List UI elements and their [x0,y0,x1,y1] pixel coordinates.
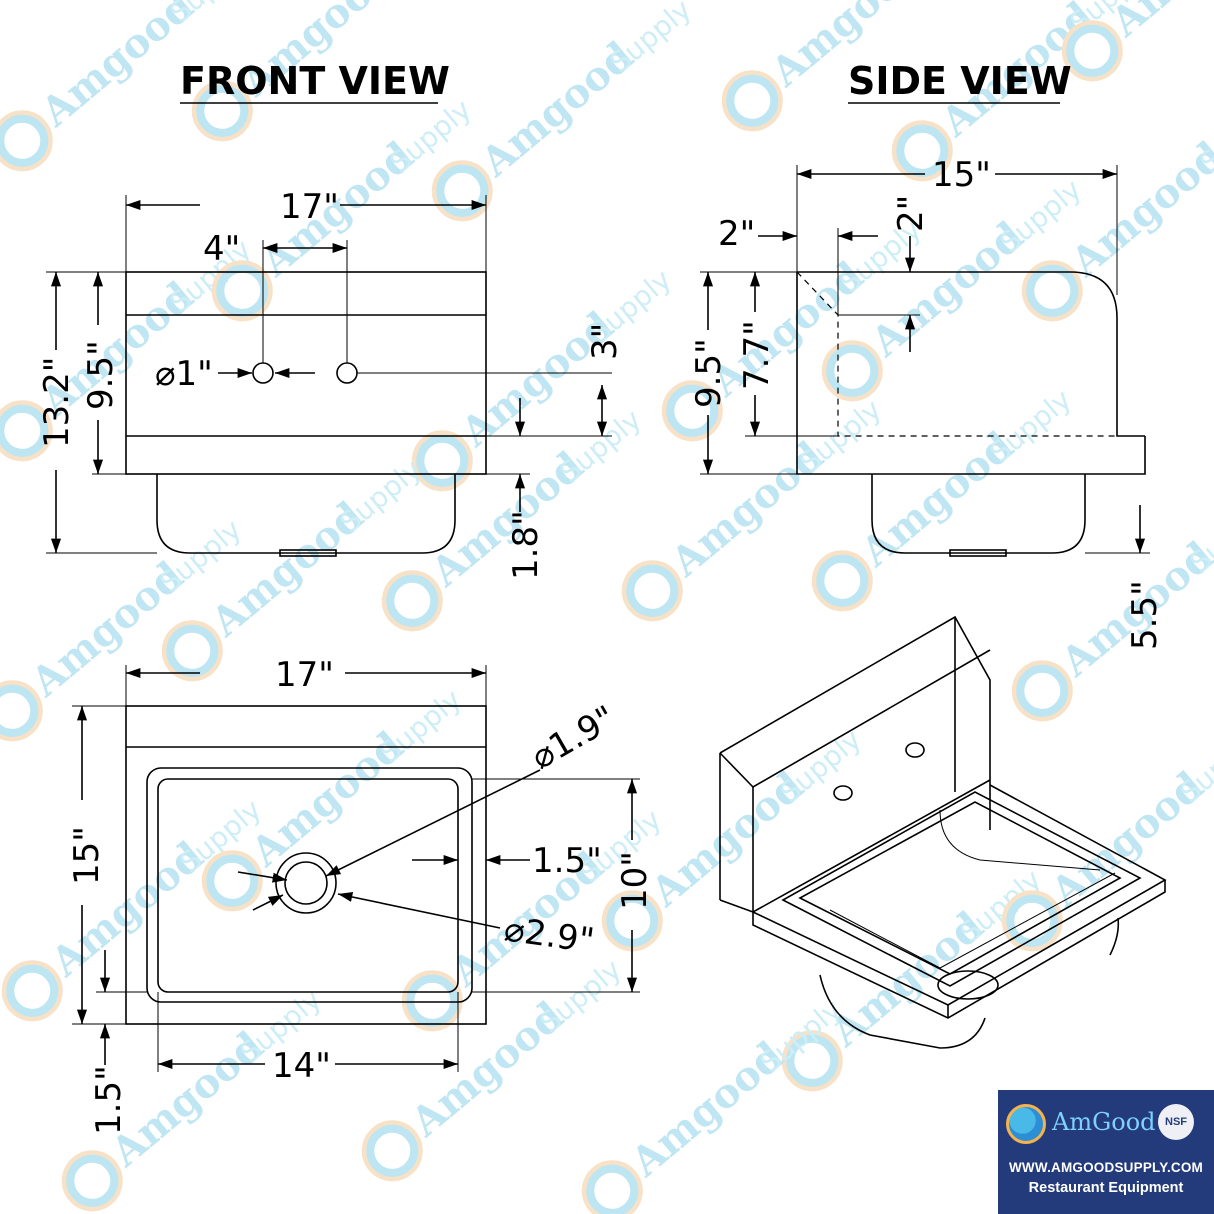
front-hole-spacing-label: 4" [203,229,240,269]
amgood-logo-icon [1006,1104,1046,1144]
side-backsplash-top-label: 2" [891,195,931,232]
svg-text:Supply: Supply [773,723,867,810]
svg-text:Amgood: Amgood [1061,132,1214,286]
amgood-badge: AmGood NSF WWW.AMGOODSUPPLY.COM Restaura… [998,1090,1214,1214]
svg-text:Supply: Supply [373,683,467,770]
side-view-title: SIDE VIEW [848,59,1072,103]
front-hole-height-label: 3" [585,323,625,360]
top-depth-label: 15" [67,826,107,885]
top-bowl-width-label: 14" [272,1046,331,1086]
side-view-drawing [700,165,1150,557]
side-panel-height-label: 9.5" [689,338,729,408]
svg-text:Supply: Supply [533,953,627,1040]
top-width-label: 17" [275,655,334,695]
side-bowl-depth-label: 5.5" [1125,580,1165,650]
front-overall-height-label: 13.2" [37,357,77,448]
badge-brand: AmGood [1052,1108,1156,1136]
svg-text:Supply: Supply [953,863,1047,950]
front-width-label: 17" [280,187,339,227]
svg-text:Supply: Supply [333,453,427,540]
top-drain-diameter-label: ⌀1.9" [525,698,623,778]
side-backsplash-thickness-label: 2" [718,214,755,254]
side-inner-height-label: 7.7" [737,320,777,390]
isometric-sink-drawing [719,615,1167,1049]
svg-text:Supply: Supply [983,383,1077,470]
front-hole-diameter-label: ⌀1" [155,354,213,394]
svg-text:Supply: Supply [553,403,647,490]
front-view-title: FRONT VIEW [180,59,450,103]
front-panel-height-label: 9.5" [81,340,121,410]
badge-url: WWW.AMGOODSUPPLY.COM [1008,1160,1203,1175]
nsf-seal-icon: NSF [1158,1104,1194,1140]
side-depth-label: 15" [932,155,991,195]
top-front-rim-label: 1.5" [89,1065,129,1135]
badge-tagline: Restaurant Equipment [1028,1180,1184,1196]
top-rim-width-label: 1.5" [532,841,602,881]
front-bowl-depth-label: 1.8" [506,510,546,580]
top-bowl-depth-label: 10" [615,851,655,910]
